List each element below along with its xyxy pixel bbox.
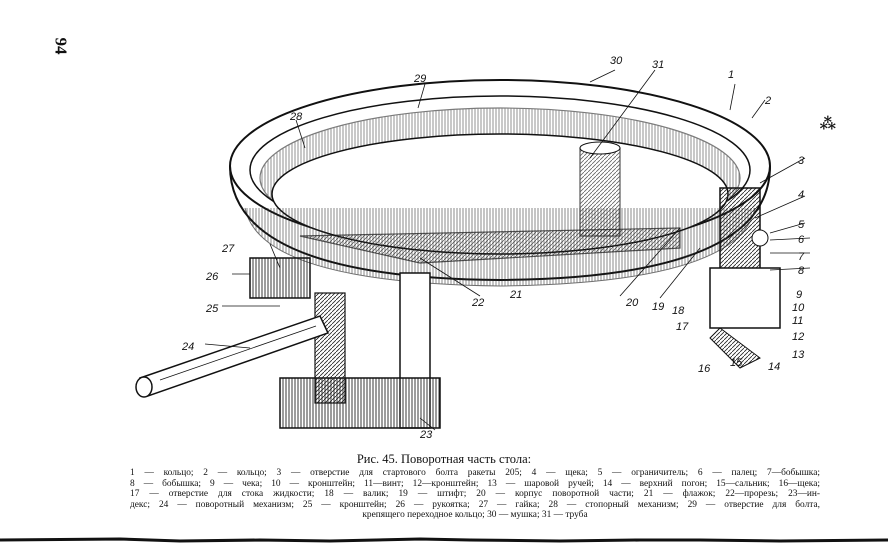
legend-line: декс; 24 — поворотный механизм; 25 — кро…: [130, 499, 820, 510]
callout-21: 21: [509, 289, 522, 301]
callout-29: 29: [413, 73, 426, 85]
callout-27: 27: [221, 243, 235, 255]
rotating-handle: [135, 315, 330, 398]
callout-18: 18: [672, 305, 685, 317]
central-tube: [579, 141, 621, 237]
callout-19: 19: [652, 301, 664, 313]
callout-22: 22: [471, 297, 484, 309]
callout-15: 15: [730, 357, 743, 369]
callout-labels: 1 2 3 4 5 6 7 8 9 10 11 12 13 14 15 16 1…: [181, 55, 805, 441]
callout-28: 28: [289, 111, 303, 123]
callout-10: 10: [792, 302, 805, 314]
callout-14: 14: [768, 361, 780, 373]
margin-mark: ⁂: [819, 116, 836, 133]
callout-16: 16: [698, 363, 711, 375]
callout-23: 23: [419, 429, 433, 441]
right-housing: [709, 187, 781, 369]
callout-1: 1: [728, 69, 734, 81]
callout-5: 5: [798, 219, 805, 231]
left-bracket: [249, 257, 441, 429]
callout-25: 25: [205, 303, 219, 315]
legend-line: 17 — отверстие для стока жидкости; 18 — …: [130, 489, 820, 500]
callout-31: 31: [652, 59, 664, 71]
callout-26: 26: [205, 271, 219, 283]
page-number: 94: [51, 37, 71, 55]
legend-line: 8 — бобышка; 9 — чека; 10 — кронштейн; 1…: [130, 478, 820, 489]
figure-caption-title: Рис. 45. Поворотная часть стола:: [356, 452, 532, 466]
callout-30: 30: [610, 55, 623, 67]
callout-7: 7: [798, 251, 805, 263]
figure-legend: 1 — кольцо; 2 — кольцо; 3 — отверстие дл…: [130, 468, 820, 521]
technical-illustration: 1 2 3 4 5 6 7 8 9 10 11 12 13 14 15 16 1…: [135, 55, 811, 441]
callout-11: 11: [792, 315, 803, 327]
callout-2: 2: [764, 95, 771, 107]
scan-edge-rule: [0, 537, 888, 543]
callout-6: 6: [798, 234, 805, 246]
callout-17: 17: [676, 321, 689, 333]
callout-3: 3: [798, 155, 805, 167]
legend-line: крепящего переходное кольцо; 30 — мушка;…: [362, 510, 588, 521]
callout-leaders: [204, 69, 811, 431]
callout-12: 12: [792, 331, 804, 343]
internal-arm: [299, 227, 681, 264]
callout-9: 9: [796, 289, 802, 301]
callout-13: 13: [792, 349, 805, 361]
callout-4: 4: [798, 189, 804, 201]
legend-line: 1 — кольцо; 2 — кольцо; 3 — отверстие дл…: [130, 468, 820, 478]
callout-8: 8: [798, 265, 805, 277]
callout-20: 20: [625, 297, 639, 309]
callout-24: 24: [181, 341, 194, 353]
